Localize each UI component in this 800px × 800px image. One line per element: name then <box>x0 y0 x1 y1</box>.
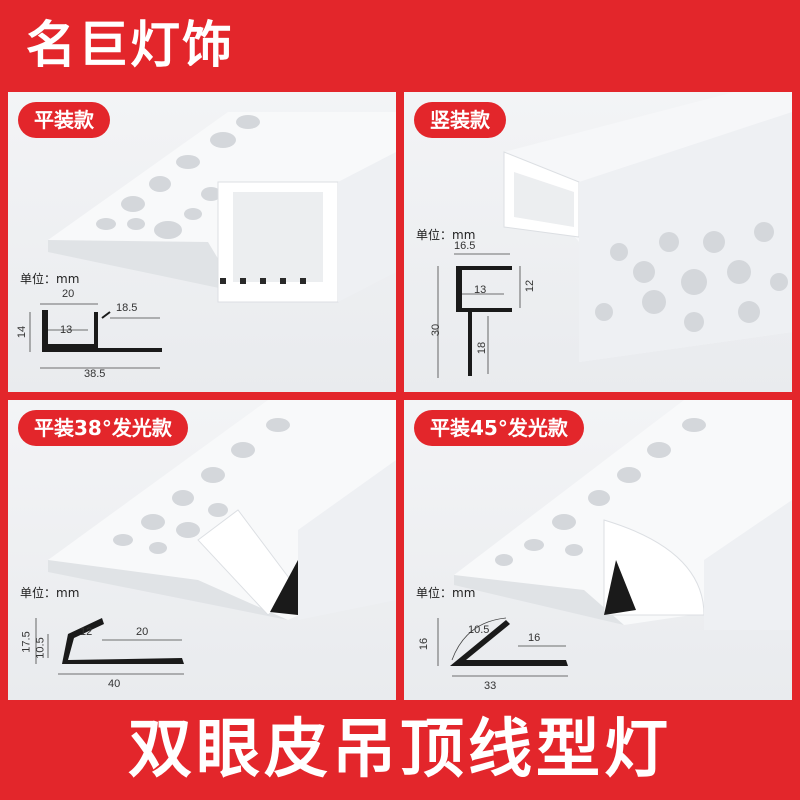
badge-flat-45: 平装45°发光款 <box>414 410 584 446</box>
dim-lower: 18 <box>476 341 489 355</box>
unit-label: 单位：mm <box>416 228 476 242</box>
dim-height: 30 <box>430 323 443 337</box>
dim-inner-height: 10.5 <box>34 637 47 659</box>
product-slogan: 双眼皮吊顶线型灯 <box>128 713 672 787</box>
dim-diag: 12 <box>80 626 93 638</box>
panel-vertical-mount: 竖装款 单位：mm 16.5 13 12 30 18 <box>404 92 792 392</box>
dim-top: 16.5 <box>454 240 476 252</box>
dim-side: 18.5 <box>116 302 138 314</box>
panel-flat-38: 平装38°发光款 单位：mm 17.5 10.5 12 20 40 <box>8 400 396 700</box>
unit-label: 单位：mm <box>20 586 80 600</box>
dim-side: 16 <box>528 632 541 644</box>
badge-vertical-mount: 竖装款 <box>414 102 506 138</box>
dim-height: 16 <box>418 637 431 651</box>
panel-flat-45: 平装45°发光款 单位：mm 16 10.5 16 33 <box>404 400 792 700</box>
flat-profile-render <box>48 112 396 303</box>
badge-flat-mount: 平装款 <box>18 102 110 138</box>
flat-dimension-diagram <box>29 303 162 369</box>
unit-label: 单位：mm <box>20 272 80 286</box>
dim-inner: 13 <box>60 324 73 336</box>
dim-bottom: 40 <box>108 678 121 690</box>
flat-38-profile-render <box>48 400 396 620</box>
dim-diag: 10.5 <box>468 624 490 636</box>
product-grid: 平装款 单位：mm 20 18.5 14 13 38.5 <box>8 92 792 700</box>
dim-inner: 13 <box>474 284 487 296</box>
dim-bottom: 33 <box>484 680 497 692</box>
dim-right: 12 <box>524 279 537 293</box>
dim-side: 20 <box>136 626 149 638</box>
flat-45-profile-render <box>454 400 792 630</box>
header-banner: 名巨灯饰 <box>0 0 800 92</box>
vertical-profile-render <box>503 92 792 362</box>
panel-flat-mount: 平装款 单位：mm 20 18.5 14 13 38.5 <box>8 92 396 392</box>
flat-45-dimension-diagram <box>437 617 568 677</box>
flat-38-dimension-diagram <box>35 618 184 675</box>
dim-height: 14 <box>16 325 29 339</box>
dim-top: 20 <box>62 288 75 300</box>
dim-outer: 17.5 <box>20 631 33 653</box>
dim-bottom: 38.5 <box>84 368 106 380</box>
brand-title: 名巨灯饰 <box>26 16 234 74</box>
vertical-dimension-diagram <box>437 253 521 378</box>
unit-label: 单位：mm <box>416 586 476 600</box>
badge-flat-38: 平装38°发光款 <box>18 410 188 446</box>
footer-banner: 双眼皮吊顶线型灯 <box>0 700 800 800</box>
